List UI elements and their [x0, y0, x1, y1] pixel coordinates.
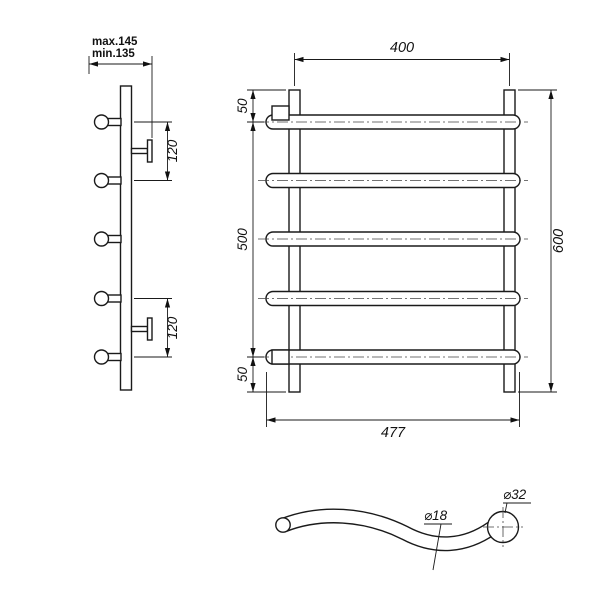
leader-line	[504, 502, 508, 514]
label-tube-diameter: ⌀18	[424, 508, 448, 523]
dim-width-top: 400	[294, 40, 510, 86]
leader-line	[432, 523, 442, 571]
valve-fitting-top	[271, 105, 290, 121]
rail-end	[93, 114, 110, 130]
wall-bracket-stem	[130, 147, 149, 155]
label-center-span: 500	[235, 228, 250, 251]
arrowhead-down	[548, 383, 554, 392]
wall-plate	[119, 85, 133, 391]
arrowhead-up	[164, 298, 171, 308]
arrowhead-right	[143, 61, 152, 67]
side-view	[93, 85, 153, 391]
arrowhead	[250, 383, 256, 392]
label-top-offset: 50	[235, 98, 250, 114]
label-depth-max: max.145	[92, 36, 138, 48]
arrowhead-down	[164, 171, 171, 181]
arrowhead-left	[266, 417, 276, 423]
front-view	[258, 89, 528, 393]
dim-height-total: 600	[518, 89, 567, 393]
detail-view-labels: ⌀18 ⌀32	[424, 487, 531, 571]
arrowhead-left	[89, 61, 98, 67]
tube-fill	[281, 509, 496, 550]
wall-bracket-flange	[146, 317, 153, 341]
label-top-spacing: 120	[165, 139, 180, 162]
rail-end	[93, 349, 110, 365]
valve-fitting-bottom	[271, 349, 290, 365]
arrowhead	[250, 122, 256, 131]
arrowhead-right	[510, 417, 520, 423]
dim-width-overall: 477	[266, 372, 520, 441]
rail-end	[93, 290, 110, 307]
label-width-top: 400	[390, 40, 414, 56]
arrowhead-up	[164, 122, 171, 131]
label-bottom-spacing: 120	[165, 316, 180, 339]
arrowhead	[250, 357, 256, 366]
arrowhead-down	[164, 348, 171, 357]
arrowhead	[250, 113, 256, 122]
wall-bracket-stem	[130, 325, 149, 333]
arrowhead	[250, 90, 256, 99]
wall-bracket-flange	[146, 139, 153, 163]
label-bottom-offset: 50	[235, 367, 250, 383]
rail-end	[93, 172, 110, 189]
arrowhead-left	[294, 56, 304, 63]
dim-bottom-spacing: 120	[134, 298, 180, 358]
detail-view	[275, 507, 523, 552]
dim-top-spacing: 120	[134, 121, 180, 181]
arrowhead-up	[548, 90, 554, 99]
label-height-total: 600	[551, 229, 567, 253]
dim-wall-distance: max.145 min.135	[88, 36, 153, 138]
label-width-overall: 477	[381, 425, 406, 441]
dim-left-chain: 50 500 50	[235, 89, 286, 393]
label-collector-diameter: ⌀32	[503, 487, 527, 502]
arrowhead-right	[500, 56, 510, 63]
label-depth-min: min.135	[92, 48, 135, 60]
tube-end-cap	[275, 517, 291, 533]
arrowhead	[250, 348, 256, 357]
rail-end	[93, 231, 110, 247]
